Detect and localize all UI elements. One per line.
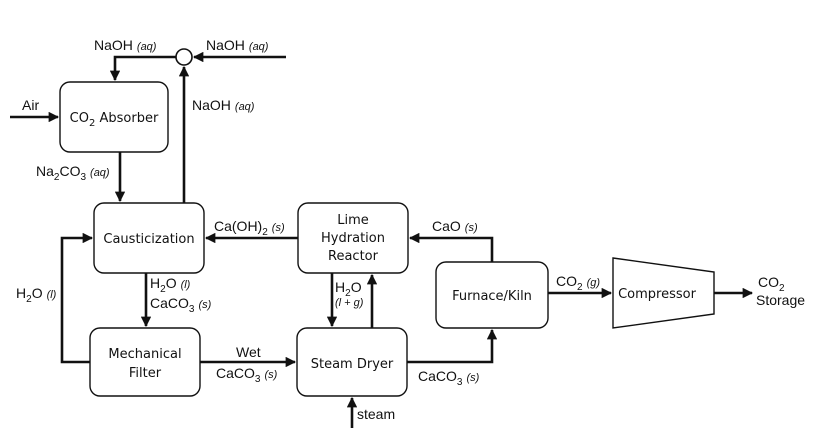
caco3-mid-label: CaCO3(s) [150,295,212,315]
h2o-left-label: H2O(l) [16,285,57,305]
air-label: Air [22,97,39,113]
filter-label-line1: Mechanical [108,347,181,362]
steam-label: steam [357,406,395,422]
naoh-mixer-junction [175,48,193,66]
compressor-shape [612,257,715,329]
h2o-mid-label: H2O(l) [150,275,191,295]
na2co3-label: Na2CO3(aq) [36,163,110,183]
cao-arrow [408,232,494,262]
naoh-to-absorber-arrow [109,55,176,82]
wet-label: Wet [236,344,261,360]
co2-storage-label: CO2 [758,274,785,294]
filter-label-line2: Filter [129,366,162,381]
cao-label: CaO(s) [432,218,478,234]
lime-label-line3: Reactor [328,249,379,264]
co2-absorber-box [59,81,169,153]
h2o-right-phase-label: (l + g) [335,297,364,309]
naoh-top-left-label: NaOH(aq) [94,37,157,53]
caco3-wet-label: CaCO3(s) [216,365,278,385]
mechanical-filter-box [89,327,201,397]
co2-absorber-label: CO2 Absorber [70,111,159,129]
caoh2-label: Ca(OH)2(s) [214,218,285,238]
caco3-bottom-label: CaCO3(s) [418,368,480,388]
caco3-to-furnace-arrow [407,328,498,364]
h2o-right-label: H2O [335,279,362,299]
naoh-top-right-label: NaOH(aq) [206,37,269,53]
steam-dryer-label: Steam Dryer [311,357,394,372]
causticization-label: Causticization [103,232,194,247]
compressor-label: Compressor [618,287,697,302]
storage-label: Storage [756,292,805,308]
naoh-mid-label: NaOH(aq) [192,97,255,113]
causticization-box [93,202,205,274]
furnace-kiln-label: Furnace/Kiln [452,289,532,304]
co2-gas-label: CO2(g) [556,273,600,293]
h2o-recycle-arrow [60,232,94,364]
lime-label-line1: Lime [337,213,369,228]
lime-label-line2: Hydration [321,231,385,246]
